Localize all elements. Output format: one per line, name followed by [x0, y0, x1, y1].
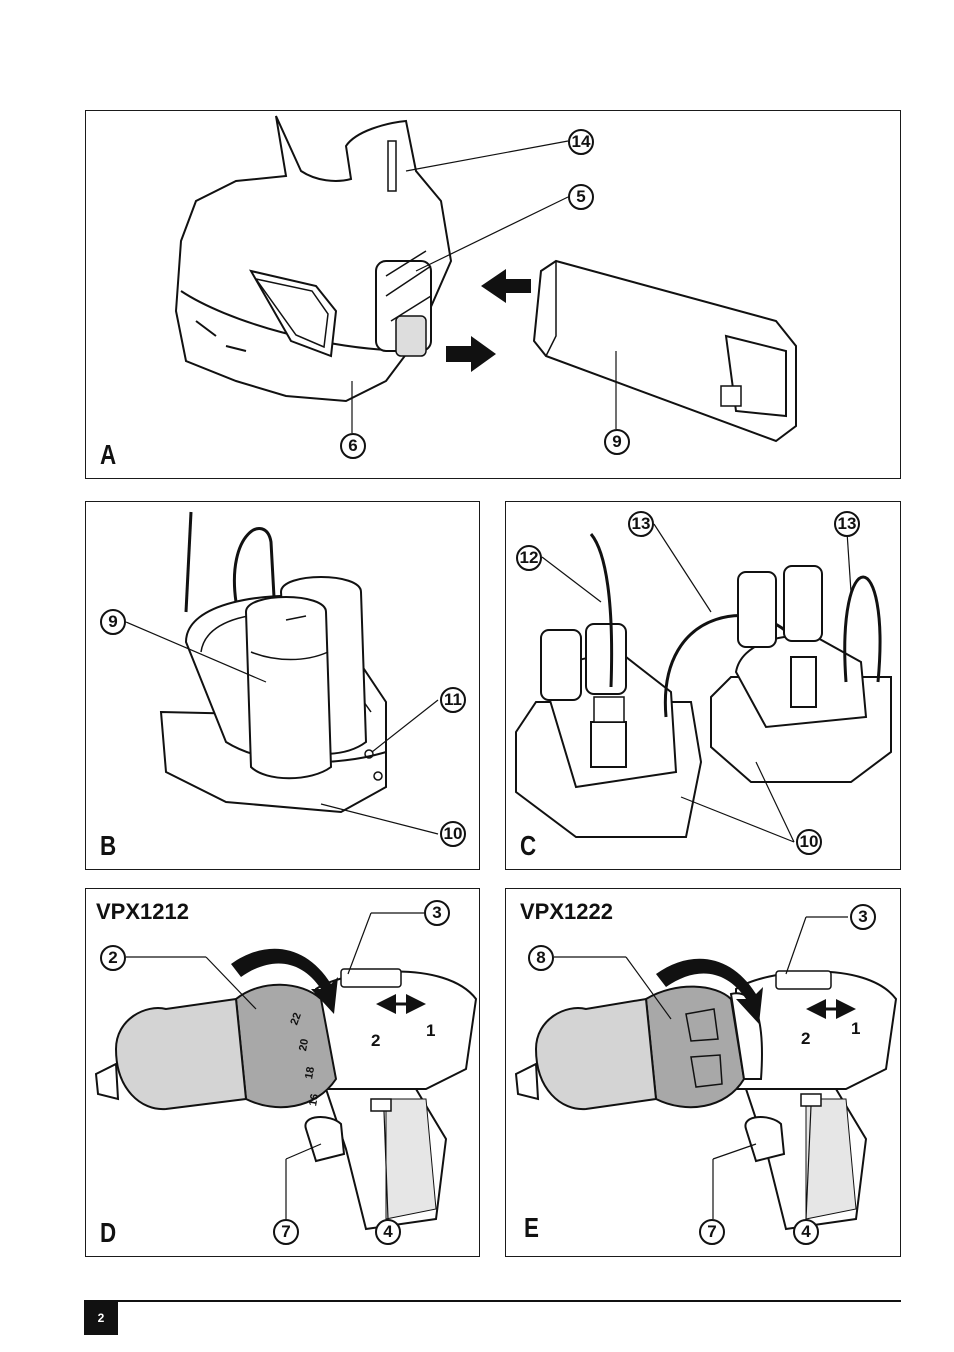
- page-number: 2: [84, 1301, 118, 1335]
- callout-2: 2: [100, 945, 126, 971]
- drill-vpx1222-illustration: [514, 916, 898, 1231]
- callout-8: 8: [528, 945, 554, 971]
- panel-letter-e: E: [524, 1212, 539, 1243]
- torque-mark-18: 18: [303, 1065, 318, 1081]
- callout-9: 9: [604, 429, 630, 455]
- figure-panel-b: 9 11 10 B: [85, 501, 480, 870]
- callout-6: 6: [340, 433, 366, 459]
- figure-panel-d: VPX1212 2 3 7 4 2 1 16 18 20 22 D: [85, 888, 480, 1257]
- callout-11: 11: [440, 687, 466, 713]
- callout-10: 10: [440, 821, 466, 847]
- figure-panel-a: 14 5 6 9 A: [85, 110, 901, 479]
- speed-label-1: 1: [426, 1021, 436, 1040]
- callout-3: 3: [424, 900, 450, 926]
- callout-10: 10: [796, 829, 822, 855]
- callout-4: 4: [375, 1219, 401, 1245]
- panel-letter-d: D: [100, 1217, 117, 1248]
- torque-mark-16: 16: [307, 1092, 322, 1108]
- callout-13: 13: [628, 511, 654, 537]
- callout-13: 13: [834, 511, 860, 537]
- figure-panel-e: VPX1222 8 3 7 4 2 1 E: [505, 888, 901, 1257]
- callout-7: 7: [273, 1219, 299, 1245]
- callout-5: 5: [568, 184, 594, 210]
- callout-7: 7: [699, 1219, 725, 1245]
- speed-label-2: 2: [801, 1029, 811, 1048]
- speed-label-2: 2: [371, 1031, 381, 1050]
- block-arrow-icon: [231, 948, 338, 1014]
- model-name: VPX1222: [520, 899, 613, 924]
- model-name: VPX1212: [96, 899, 189, 924]
- figure-panel-c: 12 13 13 10 C: [505, 501, 901, 870]
- drill-battery-illustration: [174, 115, 797, 443]
- speed-label-1: 1: [851, 1019, 861, 1038]
- torque-mark-20: 20: [297, 1037, 312, 1053]
- panel-letter-c: C: [520, 830, 537, 861]
- callout-12: 12: [516, 545, 542, 571]
- panel-letter-b: B: [100, 830, 117, 861]
- block-arrow-icon: [481, 269, 531, 303]
- callout-9: 9: [100, 609, 126, 635]
- callout-14: 14: [568, 129, 594, 155]
- footer-rule: [84, 1300, 901, 1302]
- two-chargers-linked-illustration: [515, 523, 892, 843]
- callout-3: 3: [850, 904, 876, 930]
- callout-4: 4: [793, 1219, 819, 1245]
- panel-letter-a: A: [100, 439, 117, 470]
- drill-vpx1212-illustration: [94, 912, 478, 1231]
- charger-with-batteries-illustration: [125, 511, 439, 835]
